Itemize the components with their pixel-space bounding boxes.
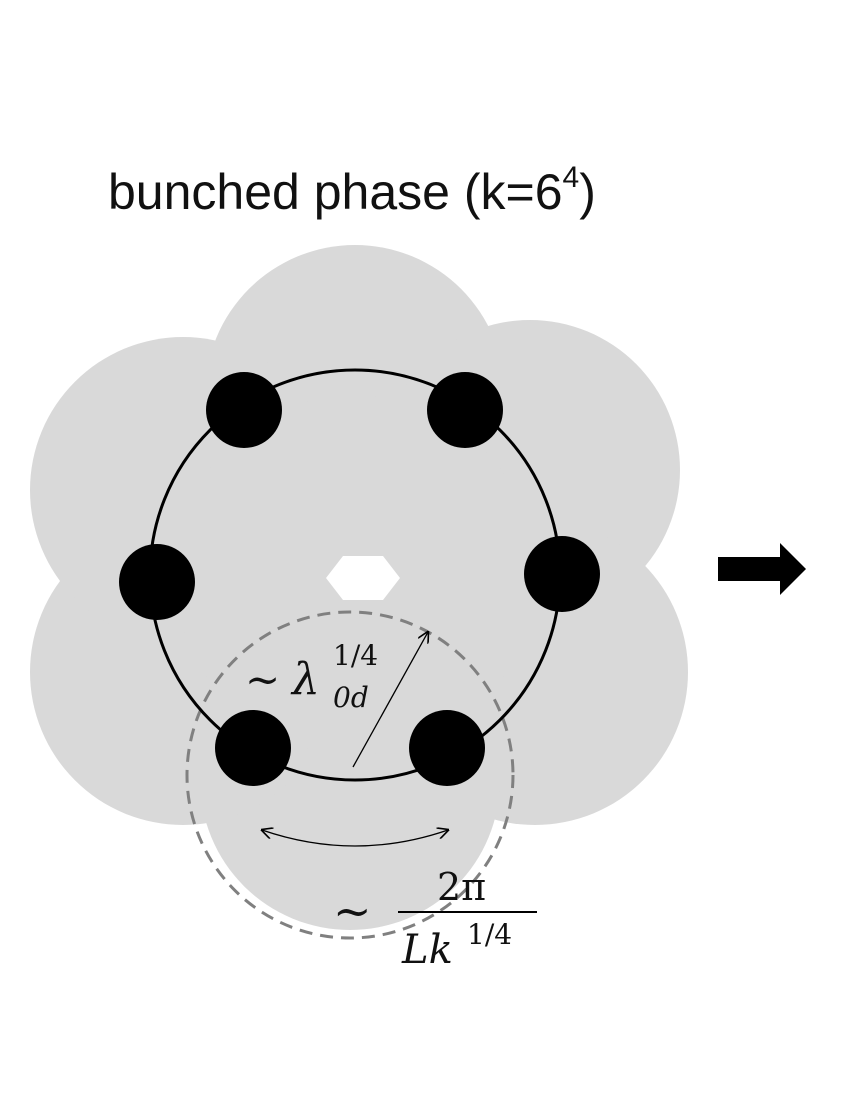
spacing-label: ~ 2π Lk 1/4: [333, 865, 537, 973]
spacing-arrow: [262, 830, 448, 847]
spacing-denominator: Lk: [401, 927, 453, 973]
spacing-tilde: ~: [333, 884, 372, 938]
radius-label: ~ λ 1/4 0d: [245, 639, 378, 714]
particle: [427, 372, 503, 448]
title-close: ): [579, 164, 596, 220]
radius-tilde: ~: [245, 655, 280, 704]
spacing-denominator-exponent: 1/4: [467, 918, 512, 951]
radius-symbol: λ: [290, 654, 320, 705]
radius-superscript: 1/4: [333, 639, 378, 672]
dashed-range-circle: [185, 610, 515, 940]
particles: [119, 372, 600, 786]
center-hole: [326, 556, 400, 600]
title-exponent: 4: [563, 161, 580, 194]
radius-arrow: [352, 632, 428, 768]
particle: [206, 372, 282, 448]
particle: [119, 544, 195, 620]
title-main: bunched phase (k=6: [108, 164, 563, 220]
diagram-title: bunched phase (k=64): [108, 161, 596, 220]
particle: [409, 710, 485, 786]
radius-subscript: 0d: [333, 681, 369, 714]
right-arrow-icon: [718, 543, 806, 595]
particle: [524, 536, 600, 612]
particle: [215, 710, 291, 786]
spacing-numerator: 2π: [437, 865, 486, 909]
